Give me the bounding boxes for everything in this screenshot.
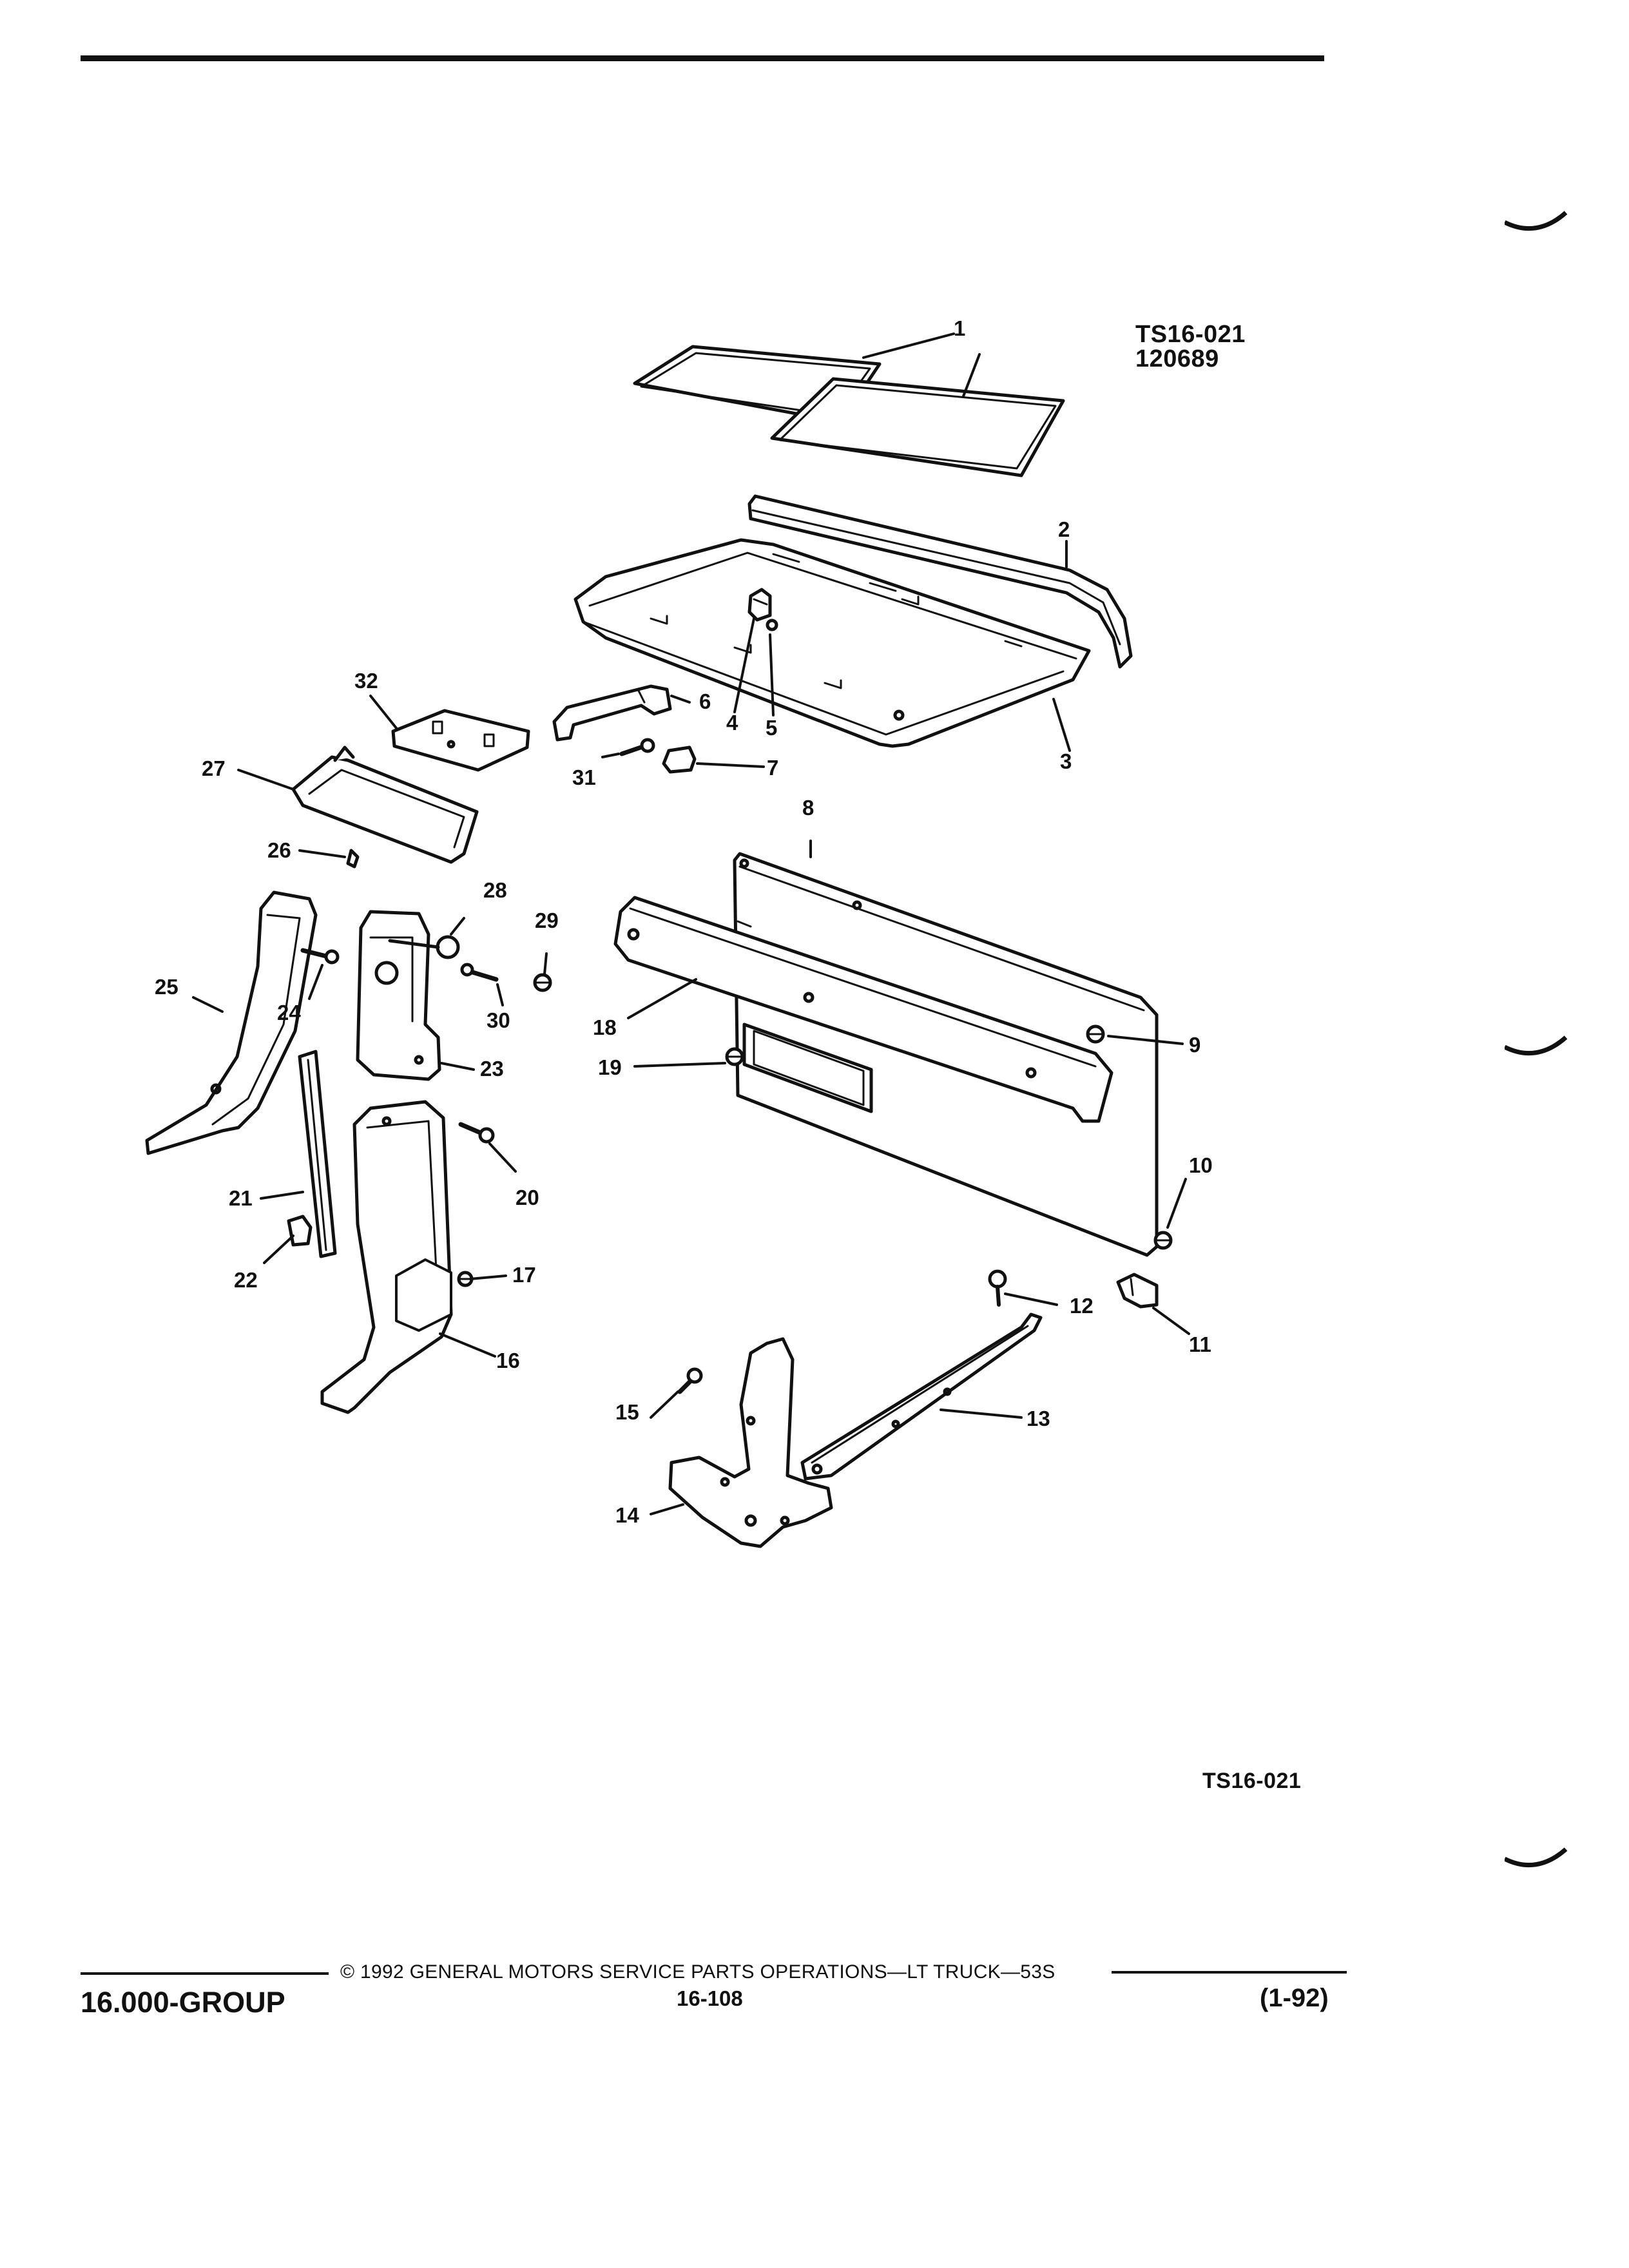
binder-mark-bottom: [1505, 1847, 1568, 1868]
callout-9: 9: [1189, 1033, 1201, 1057]
callout-20: 20: [516, 1186, 539, 1209]
callout-13: 13: [1027, 1407, 1050, 1430]
part-17-20-screws: [457, 1122, 495, 1287]
callout-29: 29: [535, 908, 559, 932]
footer-page-number: 16-108: [677, 1986, 743, 2010]
callout-14: 14: [615, 1503, 639, 1527]
part-18-trim-bar: [613, 896, 1113, 1123]
part-23-pillar-panel: [356, 910, 441, 1081]
callout-4: 4: [726, 711, 738, 735]
callout-19: 19: [598, 1055, 622, 1079]
part-11-bracket: [1116, 1273, 1159, 1309]
footer-copyright: © 1992 GENERAL MOTORS SERVICE PARTS OPER…: [340, 1961, 1055, 1983]
callout-24: 24: [277, 1001, 301, 1024]
binder-mark-middle: [1505, 1035, 1568, 1056]
callout-8: 8: [802, 796, 815, 820]
footer-rule-right: [1112, 1971, 1347, 1974]
binder-mark-top: [1505, 211, 1568, 231]
callout-18: 18: [593, 1015, 617, 1039]
part-21-weatherstrip: [298, 1050, 337, 1258]
part-4-5-clip: [747, 588, 778, 631]
figure-id-bottom: TS16-021: [1202, 1769, 1302, 1793]
part-28-29-30-fasteners: [388, 935, 552, 992]
part-15-screw: [677, 1367, 703, 1394]
part-26-fastener: [346, 849, 360, 869]
part-6-bracket: [552, 684, 672, 742]
callout-7: 7: [767, 756, 779, 780]
callout-3: 3: [1060, 749, 1072, 773]
part-9-10-19-screws: [725, 1024, 1173, 1250]
callout-17: 17: [512, 1263, 536, 1287]
top-rule: [81, 55, 1324, 61]
part-3-headliner: [574, 538, 1091, 748]
part-31-screw: [619, 738, 655, 756]
callout-21: 21: [229, 1186, 253, 1210]
callout-2: 2: [1058, 517, 1070, 541]
part-25-pillar-trim: [145, 890, 318, 1155]
leader-lines: [192, 332, 1190, 1515]
callout-30: 30: [487, 1008, 510, 1032]
footer-group-label: 16.000-GROUP: [81, 1986, 285, 2019]
figure-date-code: 120689: [1135, 345, 1219, 372]
part-12-screw: [988, 1269, 1007, 1307]
callout-28: 28: [483, 878, 507, 902]
callout-5: 5: [766, 716, 778, 740]
part-16-lower-pillar: [320, 1100, 453, 1414]
footer-date: (1-92): [1260, 1984, 1329, 2012]
callout-15: 15: [615, 1400, 639, 1424]
callout-23: 23: [480, 1057, 504, 1081]
callout-10: 10: [1189, 1153, 1213, 1177]
figure-id: TS16-021: [1135, 321, 1246, 348]
part-2-header-strip: [747, 494, 1133, 669]
callout-22: 22: [234, 1268, 258, 1292]
callout-27: 27: [202, 756, 226, 780]
callout-16: 16: [496, 1349, 520, 1372]
part-14-lower-panel: [668, 1337, 833, 1548]
part-24-screw: [300, 948, 340, 965]
part-32-plate: [391, 709, 530, 772]
callout-1: 1: [954, 316, 966, 340]
callout-26: 26: [267, 838, 291, 862]
footer-rule-left: [81, 1972, 329, 1975]
part-27-tray: [291, 745, 479, 864]
part-13-rail: [800, 1312, 1043, 1481]
part-7-block: [662, 745, 697, 774]
part-22-clip: [287, 1215, 313, 1247]
callout-6: 6: [699, 689, 711, 713]
part-1-pads: [633, 345, 1065, 477]
callout-32: 32: [354, 669, 378, 693]
callout-31: 31: [572, 765, 596, 789]
callout-25: 25: [155, 975, 178, 999]
callout-11: 11: [1189, 1332, 1211, 1356]
callout-12: 12: [1070, 1294, 1094, 1318]
